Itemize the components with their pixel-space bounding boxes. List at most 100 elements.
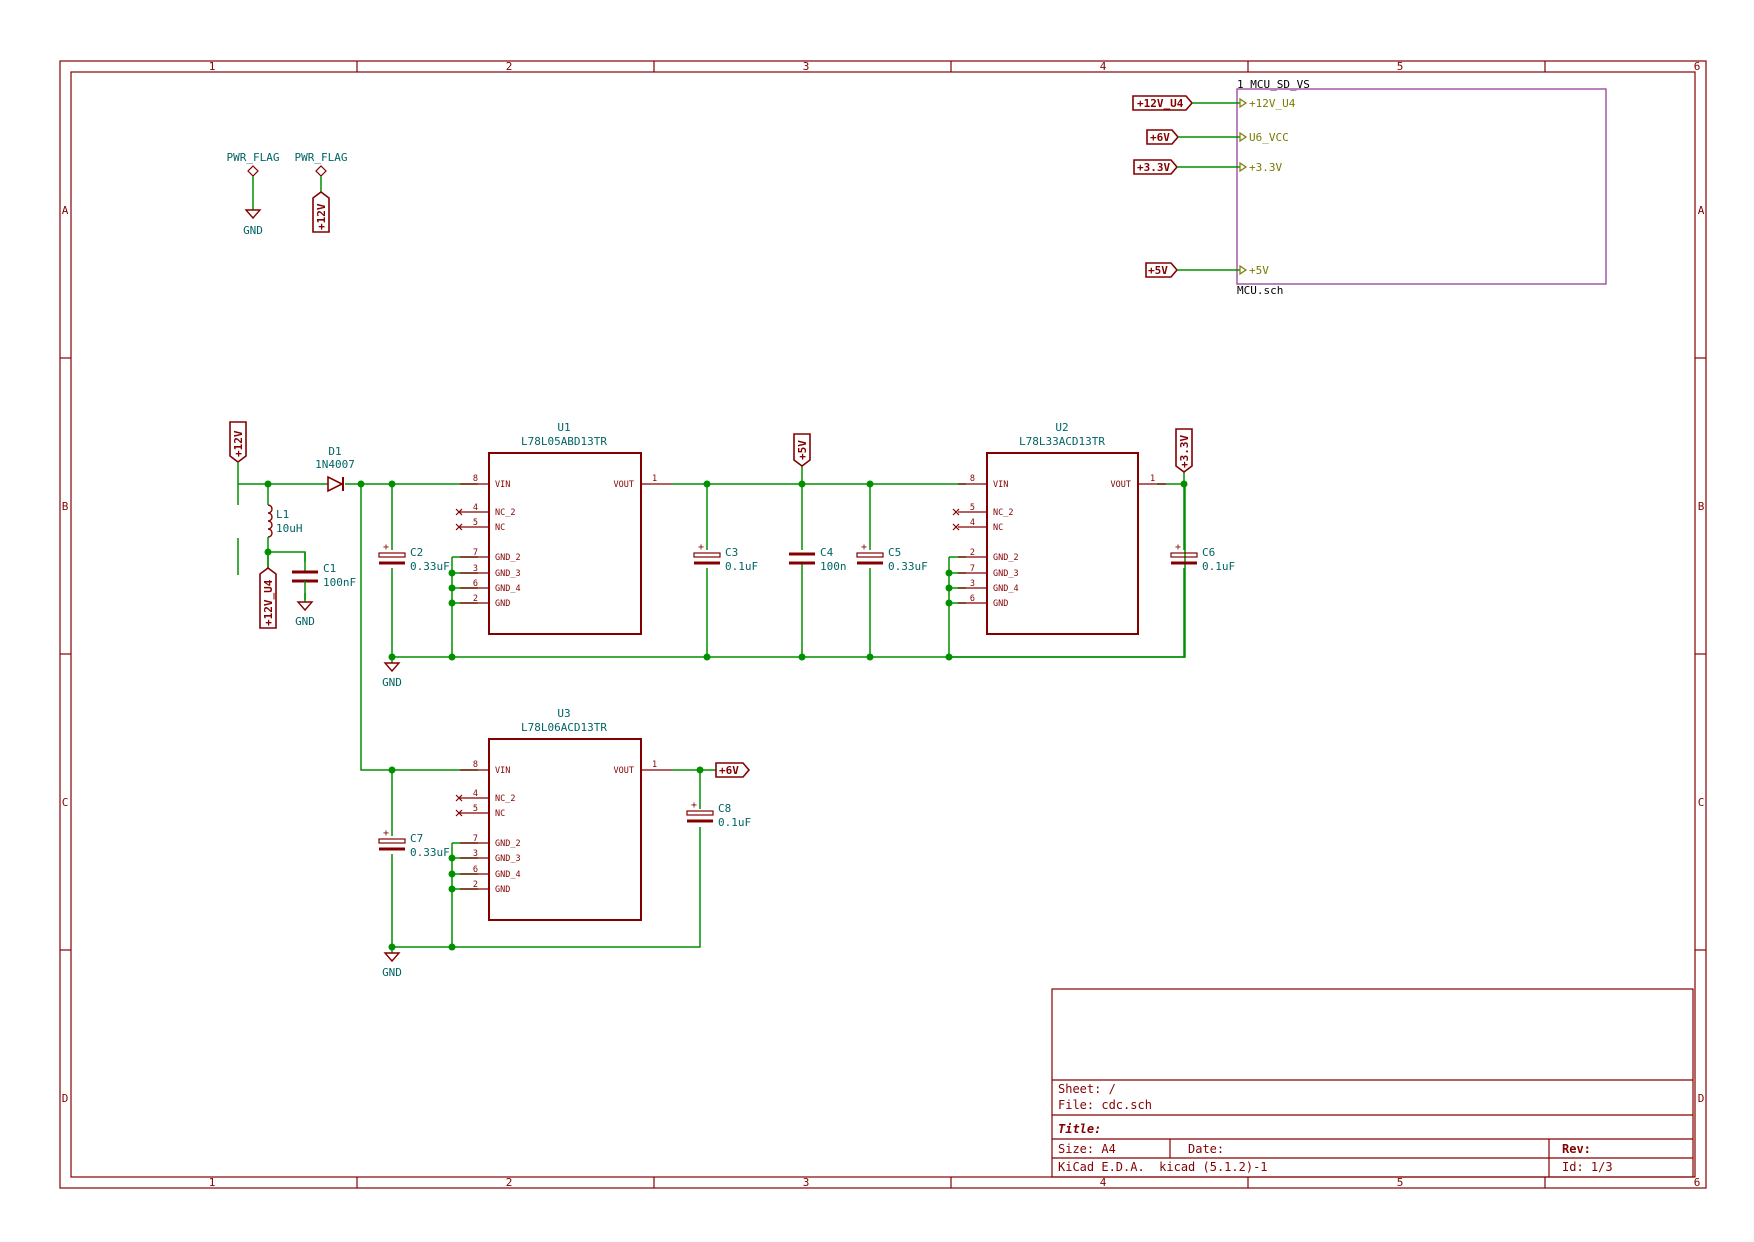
u1-pin-name: NC — [495, 523, 505, 533]
tb-tool: KiCad E.D.A. kicad (5.1.2)-1 — [1058, 1160, 1268, 1174]
regulator-u2[interactable]: U2 L78L33ACD13TR 8 VIN 1 VOUT 5 NC_2 4 N… — [952, 421, 1166, 635]
capacitor-c6[interactable]: + C6 0.1uF — [1170, 542, 1235, 573]
input-12v-port[interactable]: +12V — [229, 421, 247, 463]
port-label-5v: +5V — [1148, 264, 1168, 277]
u1-pin: 6 — [473, 579, 478, 589]
u3-pin: 7 — [473, 834, 478, 844]
tb-file: File: cdc.sch — [1058, 1098, 1152, 1112]
u3-pin-vin-name: VIN — [495, 766, 510, 776]
net-label-33v: +3.3V — [1178, 435, 1191, 468]
svg-text:+: + — [861, 542, 867, 553]
u3-pin: 2 — [473, 880, 478, 890]
power-port-33v[interactable]: +3.3V — [1175, 428, 1193, 473]
power-port-6v[interactable]: +6V — [715, 762, 751, 778]
u2-value: L78L33ACD13TR — [1019, 435, 1105, 448]
net-label-6v: +6V — [719, 764, 739, 777]
u3-pin: 4 — [473, 789, 478, 799]
capacitor-c4[interactable]: C4 100n — [789, 546, 847, 573]
zone-col-1-top: 1 — [209, 60, 216, 73]
u2-pin-name: NC_2 — [993, 508, 1013, 518]
zone-row-c-right: C — [1698, 796, 1705, 809]
power-port-6v-icon — [715, 762, 751, 778]
u1-pin: 7 — [473, 548, 478, 558]
c2-value: 0.33uF — [410, 560, 450, 573]
diode-d1[interactable]: D1 1N4007 — [315, 445, 355, 493]
gnd-label: GND — [295, 615, 315, 628]
u3-pin-name: GND_4 — [495, 870, 521, 880]
zone-col-5-bottom: 5 — [1397, 1176, 1404, 1189]
c8-ref: C8 — [718, 802, 731, 815]
net-label-12v: +12V — [232, 430, 245, 457]
sheet-pin-5v: +5V — [1249, 264, 1269, 277]
capacitor-c8[interactable]: + C8 0.1uF — [686, 800, 751, 829]
hier-sheet-mcu[interactable]: 1 MCU_SD_VS MCU.sch +12V_U4 +12V_U4 +6V … — [1132, 78, 1607, 297]
zone-col-6-top: 6 — [1694, 60, 1701, 73]
svg-text:+: + — [691, 800, 697, 811]
gnd-net-label: GND — [243, 224, 263, 237]
zone-col-5-top: 5 — [1397, 60, 1404, 73]
u2-pin-vin: 8 — [970, 474, 975, 484]
l1-ref: L1 — [276, 508, 289, 521]
u3-pin-vin: 8 — [473, 760, 478, 770]
u1-pin-vout-name: VOUT — [614, 480, 634, 490]
u2-pin-name: GND_4 — [993, 584, 1019, 594]
u3-pin: 3 — [473, 849, 478, 859]
gnd-label: GND — [382, 676, 402, 689]
tb-id: Id: 1/3 — [1562, 1160, 1613, 1174]
port-label-12v-u4: +12V_U4 — [1137, 97, 1184, 110]
u2-pin: 2 — [970, 548, 975, 558]
c3-value: 0.1uF — [725, 560, 758, 573]
capacitor-c3[interactable]: + C3 0.1uF — [693, 542, 758, 573]
u2-pin-name: GND_2 — [993, 553, 1019, 563]
u1-pin: 5 — [473, 518, 478, 528]
zone-labels: 1 2 3 4 5 6 1 2 3 4 5 6 A B C D A B C D — [62, 60, 1705, 1189]
u1-pin-vin: 8 — [473, 474, 478, 484]
inductor-icon — [267, 504, 273, 538]
sheet-frame — [59, 60, 1707, 1189]
u2-pin: 5 — [970, 503, 975, 513]
u3-pin-vout-name: VOUT — [614, 766, 634, 776]
gnd-symbol-icon — [383, 662, 401, 673]
pwr-flag-gnd[interactable]: PWR_FLAG GND — [227, 151, 280, 237]
capacitor-c1[interactable]: GND C1 100nF — [292, 552, 356, 628]
zone-col-2-top: 2 — [506, 60, 513, 73]
u2-pin-vin-name: VIN — [993, 480, 1008, 490]
zone-row-b-right: B — [1698, 500, 1705, 513]
c7-ref: C7 — [410, 832, 423, 845]
capacitor-c7[interactable]: + C7 0.33uF — [378, 828, 450, 859]
c2-ref: C2 — [410, 546, 423, 559]
u1-value: L78L05ABD13TR — [521, 435, 607, 448]
c4-value: 100n — [820, 560, 847, 573]
zone-col-4-top: 4 — [1100, 60, 1107, 73]
zone-row-a-right: A — [1698, 204, 1705, 217]
pwr-flag-label: PWR_FLAG — [295, 151, 348, 164]
u3-body — [488, 738, 642, 921]
gnd-symbol-icon — [383, 952, 401, 963]
port-12v-u4-input[interactable]: +12V_U4 — [259, 552, 277, 629]
u3-value: L78L06ACD13TR — [521, 721, 607, 734]
capacitor-c5[interactable]: + C5 0.33uF — [856, 542, 928, 573]
u2-pin: 7 — [970, 564, 975, 574]
zone-col-6-bottom: 6 — [1694, 1176, 1701, 1189]
zone-row-d-right: D — [1698, 1092, 1705, 1105]
port-12v-u4-icon — [1132, 95, 1194, 111]
tb-rev: Rev: — [1562, 1142, 1591, 1156]
port-5v-icon — [1145, 262, 1179, 278]
regulator-u3[interactable]: U3 L78L06ACD13TR 8 VIN 1 VOUT 4 NC_2 5 N… — [455, 707, 672, 921]
pwr-flag-12v[interactable]: PWR_FLAG +12V — [295, 151, 348, 233]
sheet-file: MCU.sch — [1237, 284, 1283, 297]
capacitor-c2[interactable]: + C2 0.33uF — [378, 542, 450, 573]
u1-pin-vin-name: VIN — [495, 480, 510, 490]
power-port-5v[interactable]: +5V — [793, 433, 811, 467]
u1-pin-name: GND_3 — [495, 569, 521, 579]
tb-sheet: Sheet: / — [1058, 1082, 1116, 1096]
net-label-5v: +5V — [796, 440, 809, 460]
u3-pin-name: GND — [495, 885, 510, 895]
u3-pin-name: NC — [495, 809, 505, 819]
u1-pin: 3 — [473, 564, 478, 574]
inductor-l1[interactable]: L1 10uH — [267, 484, 303, 568]
u1-pin: 2 — [473, 594, 478, 604]
regulator-u1[interactable]: U1 L78L05ABD13TR 8 VIN 1 VOUT 4 NC_2 5 N… — [455, 421, 672, 635]
u2-pin-name: GND — [993, 599, 1008, 609]
